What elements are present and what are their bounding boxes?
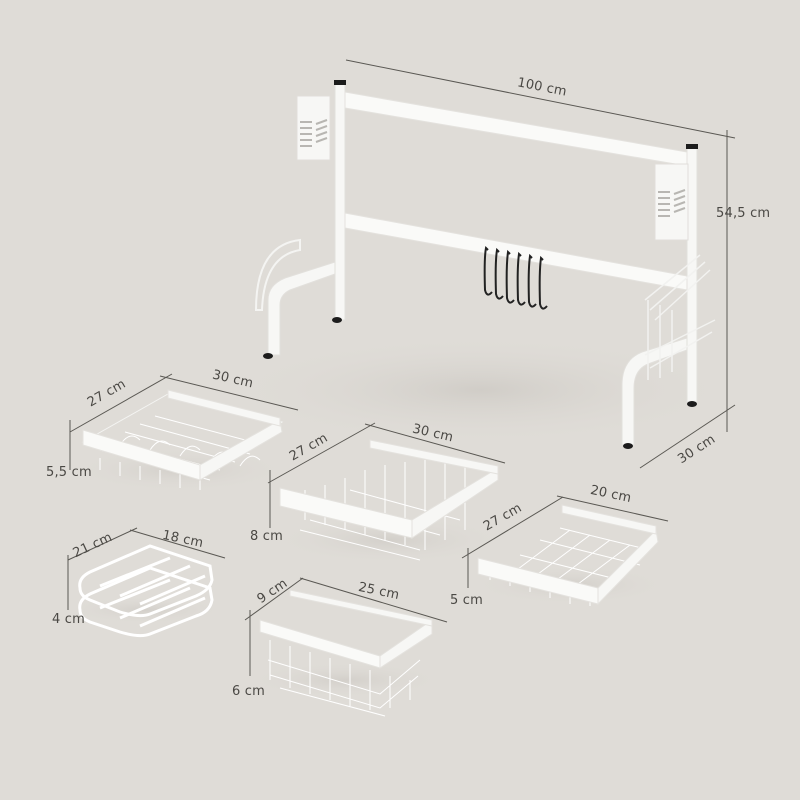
grid-basket	[461, 495, 670, 606]
main-rack	[220, 59, 740, 469]
utensil-holder-left-icon	[296, 95, 331, 161]
s-hooks-icon	[483, 245, 548, 310]
sponge-rack	[65, 527, 226, 638]
main-rack-dimension-lines	[345, 59, 736, 469]
dish-basket-height-label: 5,5 cm	[46, 465, 92, 480]
sponge-rack-height-label: 4 cm	[52, 612, 86, 627]
main-rack-height-label: 54,5 cm	[716, 206, 771, 221]
plate-basket	[267, 422, 510, 564]
small-basket-height-label: 6 cm	[232, 684, 266, 699]
grid-basket-height-label: 5 cm	[450, 593, 484, 608]
small-basket	[244, 577, 448, 717]
utensil-holder-right-icon	[654, 163, 689, 241]
dish-basket	[69, 373, 299, 492]
plate-basket-height-label: 8 cm	[250, 529, 284, 544]
